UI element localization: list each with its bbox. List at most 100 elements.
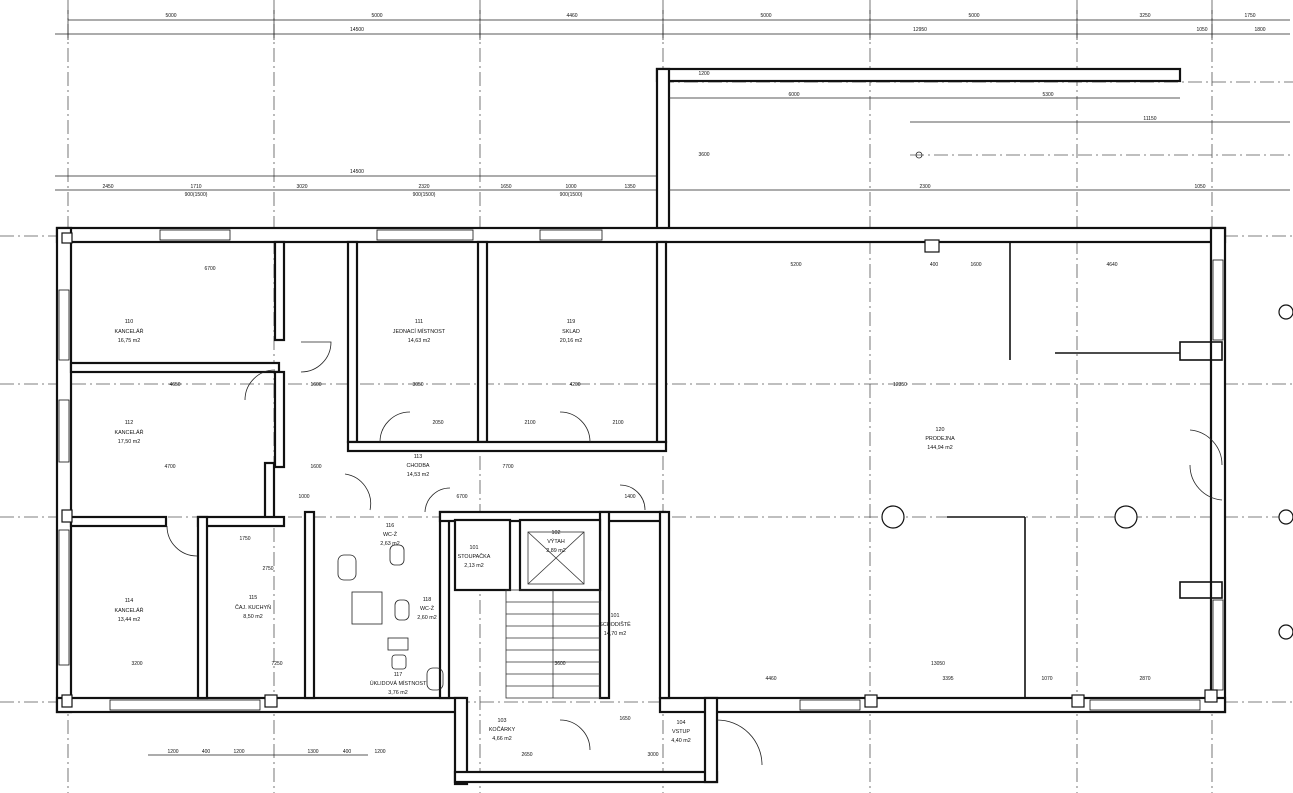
dim-top-5: 5000 (968, 13, 979, 19)
dim-mid-2: 1710 (190, 184, 201, 190)
dim-i-32: 1400 (624, 494, 635, 500)
dim-i-29: 1650 (619, 716, 630, 722)
annex-dim-3: 11150 (1143, 116, 1156, 122)
doors (166, 341, 1223, 766)
room-103: 103 KOČÁRKY 4,66 m2 (489, 718, 516, 742)
room-name: PRODEJNA (925, 436, 955, 442)
dim-i-1: 6700 (204, 266, 215, 272)
dim-i-7: 5200 (790, 262, 801, 268)
room-area: 4,40 m2 (671, 738, 690, 744)
dim-mid-4: 2320 (418, 184, 429, 190)
room-111: 111 JEDNACÍ MÍSTNOST 14,63 m2 (393, 319, 446, 344)
dim-i-26: 2870 (1139, 676, 1150, 682)
dim-bottom-3: 1200 (233, 749, 244, 755)
room-101-stairs: 101 SCHODIŠTĚ 14,70 m2 (599, 613, 631, 637)
dim-mid-total: 14500 (350, 169, 364, 175)
dim-i-8: 400 (930, 262, 939, 268)
room-number: 111 (415, 319, 423, 325)
room-number: 114 (125, 598, 134, 604)
dim-top-1: 5000 (165, 13, 176, 19)
dim-top-3: 4460 (566, 13, 577, 19)
room-area: 16,75 m2 (118, 338, 140, 344)
dim-mid-7: 1350 (624, 184, 635, 190)
room-number: 120 (936, 427, 945, 433)
room-area: 2,63 m2 (380, 541, 399, 547)
dim-i-22: 7250 (271, 661, 282, 667)
room-area: 14,63 m2 (408, 338, 430, 344)
room-number: 116 (386, 523, 395, 529)
dim-top2-3: 1050 (1196, 27, 1207, 33)
room-117: 117 ÚKLIDOVÁ MÍSTNOST 3,76 m2 (370, 672, 427, 696)
dim-i-28: 3600 (554, 661, 565, 667)
dim-i-31: 3000 (647, 752, 658, 758)
room-101-riser: 101 STOUPAČKA 2,13 m2 (458, 545, 491, 569)
room-name: WC-Ž (420, 604, 435, 612)
room-110: 110 KANCELÁŘ 16,75 m2 (114, 319, 143, 344)
room-name: ČAJ. KUCHYŇ (235, 604, 271, 611)
room-102: 102 VÝTAH 2,89 m2 (546, 530, 565, 554)
room-118: 118 WC-Ž 2,60 m2 (417, 597, 436, 621)
dim-top-4: 5000 (760, 13, 771, 19)
room-number: 112 (125, 420, 134, 426)
dim-bottom-6: 1200 (374, 749, 385, 755)
dim-mid-sub-3: 900(1500) (560, 192, 583, 198)
dim-i-20: 2750 (262, 566, 273, 572)
room-112: 112 KANCELÁŘ 17,50 m2 (114, 420, 143, 445)
dim-i-2: 4650 (169, 382, 180, 388)
dim-top2-1: 14500 (350, 27, 364, 33)
dim-bottom-5: 400 (343, 749, 352, 755)
upper-dimensions: 14500 2450 1710 3020 2320 1650 1000 1350… (55, 169, 663, 198)
top-dimensions: 5000 5000 4460 5000 5000 3250 1750 14500… (55, 10, 1290, 40)
dim-mid-sub-1: 900(1500) (185, 192, 208, 198)
room-number: 113 (414, 454, 423, 460)
room-number: 103 (498, 718, 507, 724)
room-number: 102 (552, 530, 561, 536)
outer-walls (55, 226, 1227, 786)
dim-mid-5: 1650 (500, 184, 511, 190)
dim-i-21: 3200 (131, 661, 142, 667)
room-name: STOUPAČKA (458, 553, 491, 560)
bottom-dimensions: 1200 400 1200 1300 400 1200 (148, 749, 386, 756)
dim-bottom-1: 1200 (167, 749, 178, 755)
room-120: 120 PRODEJNA 144,94 m2 (925, 427, 955, 451)
room-115: 115 ČAJ. KUCHYŇ 8,50 m2 (235, 595, 271, 620)
dim-top-7: 1750 (1244, 13, 1255, 19)
annex-dim-4: 2300 (919, 184, 930, 190)
dim-top2-4: 1800 (1254, 27, 1265, 33)
dim-i-10: 4640 (1106, 262, 1117, 268)
dim-i-23: 4460 (765, 676, 776, 682)
room-name: ÚKLIDOVÁ MÍSTNOST (370, 680, 427, 687)
stairwell (505, 531, 601, 699)
room-area: 3,76 m2 (388, 690, 407, 696)
room-104: 104 VSTUP 4,40 m2 (671, 720, 690, 744)
room-number: 101 (470, 545, 479, 551)
dim-i-4: 3050 (412, 382, 423, 388)
room-number: 115 (249, 595, 258, 601)
room-area: 13,44 m2 (118, 617, 140, 623)
room-number: 117 (394, 672, 403, 678)
dim-i-17: 2100 (524, 420, 535, 426)
sanitary-fixtures (337, 544, 444, 691)
room-area: 2,13 m2 (464, 563, 483, 569)
dim-i-15: 1000 (298, 494, 309, 500)
room-number: 118 (423, 597, 432, 603)
dim-i-27: 13050 (931, 661, 945, 667)
room-name: JEDNACÍ MÍSTNOST (393, 328, 446, 335)
dim-top-2: 5000 (371, 13, 382, 19)
dim-i-11: 4700 (164, 464, 175, 470)
room-116: 116 WC-Ž 2,63 m2 (380, 523, 399, 547)
room-name: KOČÁRKY (489, 726, 516, 733)
room-name: KANCELÁŘ (114, 428, 143, 436)
room-113: 113 CHODBA 14,53 m2 (406, 454, 429, 478)
dim-i-9: 1600 (970, 262, 981, 268)
room-number: 110 (125, 319, 134, 325)
dim-i-25: 1070 (1041, 676, 1052, 682)
room-area: 14,70 m2 (604, 631, 626, 637)
room-number: 101 (611, 613, 620, 619)
room-114: 114 KANCELÁŘ 13,44 m2 (114, 598, 143, 623)
dim-i-6: 12350 (893, 382, 907, 388)
interior-dimensions: 6700 4650 1600 3050 4200 12350 5200 400 … (131, 262, 1150, 758)
room-area: 14,53 m2 (407, 472, 429, 478)
